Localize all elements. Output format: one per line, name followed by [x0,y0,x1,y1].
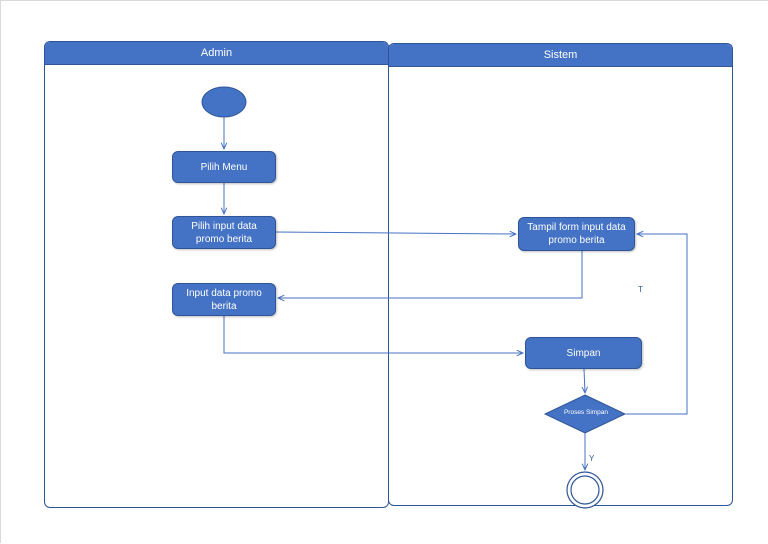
activity-pilih-menu: Pilih Menu [172,151,276,183]
flow-input-data-to-simpan [223,316,523,353]
decision-label: Proses Simpan [563,409,609,416]
activity-tampil-form-label: Tampil form input data promo berita [527,222,626,246]
start-node [201,86,247,118]
flow-decision-to-tampil-form [625,234,688,415]
activity-pilih-menu-label: Pilih Menu [200,161,248,173]
activity-tampil-form: Tampil form input data promo berita [518,217,635,251]
stray-mark-y: Y [589,454,595,463]
swimlane-sistem: Sistem [388,43,733,506]
swimlane-admin-header: Admin [45,42,388,65]
end-node-inner [570,475,600,505]
flow-arrows [223,117,688,470]
activity-simpan: Simpan [525,337,642,369]
swimlane-sistem-header: Sistem [389,44,732,67]
flow-simpan-to-decision [584,368,585,393]
stray-mark-t: T [638,285,643,294]
swimlane-admin: Admin [44,41,389,508]
activity-input-data-promo-label: Input data promo berita [186,287,262,312]
activity-pilih-input-data: Pilih input data promo berita [172,216,276,249]
flow-tampil-form-to-input-data [278,251,583,298]
activity-simpan-label: Simpan [566,347,601,359]
flow-pilih-input-to-tampil-form [275,232,516,234]
activity-pilih-input-data-label: Pilih input data promo berita [191,220,257,245]
activity-input-data-promo: Input data promo berita [172,283,276,316]
